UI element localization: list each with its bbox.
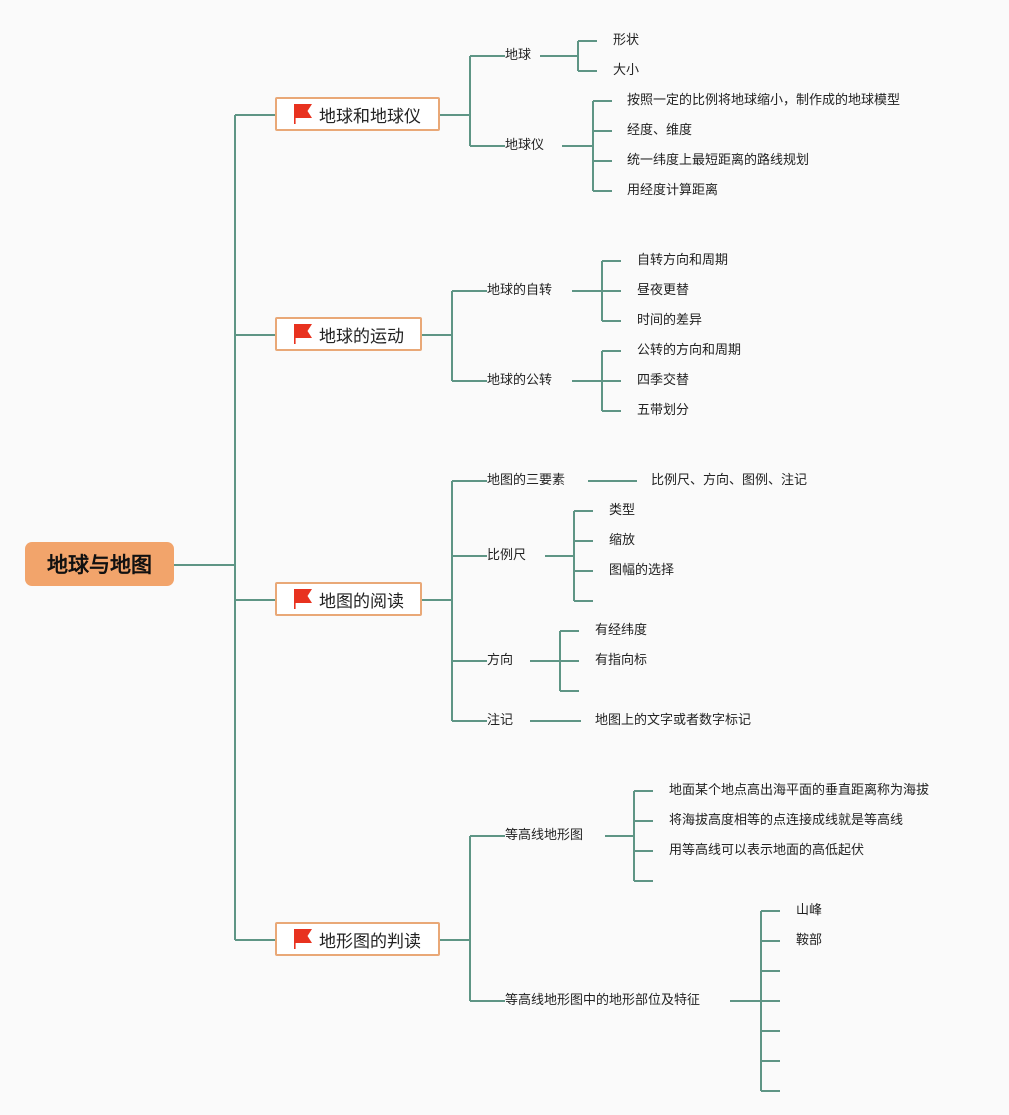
leaf-topic[interactable]: 时间的差异: [637, 313, 703, 328]
leaf-topic[interactable]: 将海拔高度相等的点连接成线就是等高线: [669, 813, 904, 828]
leaf-topic[interactable]: 有经纬度: [595, 623, 648, 638]
sub-topic[interactable]: 地球的自转: [487, 283, 553, 298]
sub-topic[interactable]: 等高线地形图中的地形部位及特征: [505, 993, 701, 1008]
branch-node-1[interactable]: 地球和地球仪: [275, 97, 440, 131]
leaf-topic[interactable]: 图幅的选择: [609, 563, 675, 578]
branch-label: 地球和地球仪: [319, 106, 421, 127]
sub-topic[interactable]: 比例尺: [487, 548, 527, 563]
leaf-topic[interactable]: 用等高线可以表示地面的高低起伏: [669, 843, 865, 858]
leaf-topic[interactable]: 类型: [609, 503, 636, 518]
root-label: 地球与地图: [47, 553, 152, 577]
leaf-topic[interactable]: 地图上的文字或者数字标记: [595, 713, 752, 728]
sub-topic[interactable]: 地球仪: [505, 138, 545, 153]
leaf-topic[interactable]: 四季交替: [637, 373, 690, 388]
leaf-topic[interactable]: 大小: [613, 63, 640, 78]
sub-topic[interactable]: 地球的公转: [487, 373, 553, 388]
branch-node-4[interactable]: 地形图的判读: [275, 922, 440, 956]
leaf-topic[interactable]: 鞍部: [796, 933, 823, 948]
branch-label: 地图的阅读: [319, 591, 404, 612]
sub-topic[interactable]: 方向: [487, 653, 514, 668]
leaf-topic[interactable]: 缩放: [609, 533, 636, 548]
leaf-topic[interactable]: 山峰: [796, 903, 823, 918]
leaf-topic[interactable]: 用经度计算距离: [627, 183, 719, 198]
leaf-topic[interactable]: 按照一定的比例将地球缩小，制作成的地球模型: [627, 93, 901, 108]
leaf-topic[interactable]: 公转的方向和周期: [637, 343, 742, 358]
red-flag-icon: [294, 324, 312, 344]
branch-label: 地形图的判读: [319, 931, 421, 952]
leaf-topic[interactable]: 统一纬度上最短距离的路线规划: [627, 153, 810, 168]
branch-label: 地球的运动: [319, 326, 404, 347]
red-flag-icon: [294, 104, 312, 124]
sub-topic[interactable]: 注记: [487, 713, 514, 728]
leaf-topic[interactable]: 昼夜更替: [637, 283, 690, 298]
leaf-topic[interactable]: 地面某个地点高出海平面的垂直距离称为海拔: [669, 783, 930, 798]
leaf-topic[interactable]: 有指向标: [595, 653, 648, 668]
leaf-topic[interactable]: 经度、维度: [627, 123, 693, 138]
sub-topic[interactable]: 等高线地形图: [505, 828, 584, 843]
red-flag-icon: [294, 589, 312, 609]
root-node[interactable]: 地球与地图: [25, 542, 174, 586]
leaf-topic[interactable]: 自转方向和周期: [637, 253, 729, 268]
leaf-topic[interactable]: 五带划分: [637, 403, 690, 418]
branch-node-3[interactable]: 地图的阅读: [275, 582, 422, 616]
leaf-topic[interactable]: 形状: [613, 33, 640, 48]
red-flag-icon: [294, 929, 312, 949]
branch-node-2[interactable]: 地球的运动: [275, 317, 422, 351]
sub-topic[interactable]: 地图的三要素: [487, 473, 566, 488]
sub-topic[interactable]: 地球: [505, 48, 532, 63]
leaf-topic[interactable]: 比例尺、方向、图例、注记: [651, 473, 808, 488]
